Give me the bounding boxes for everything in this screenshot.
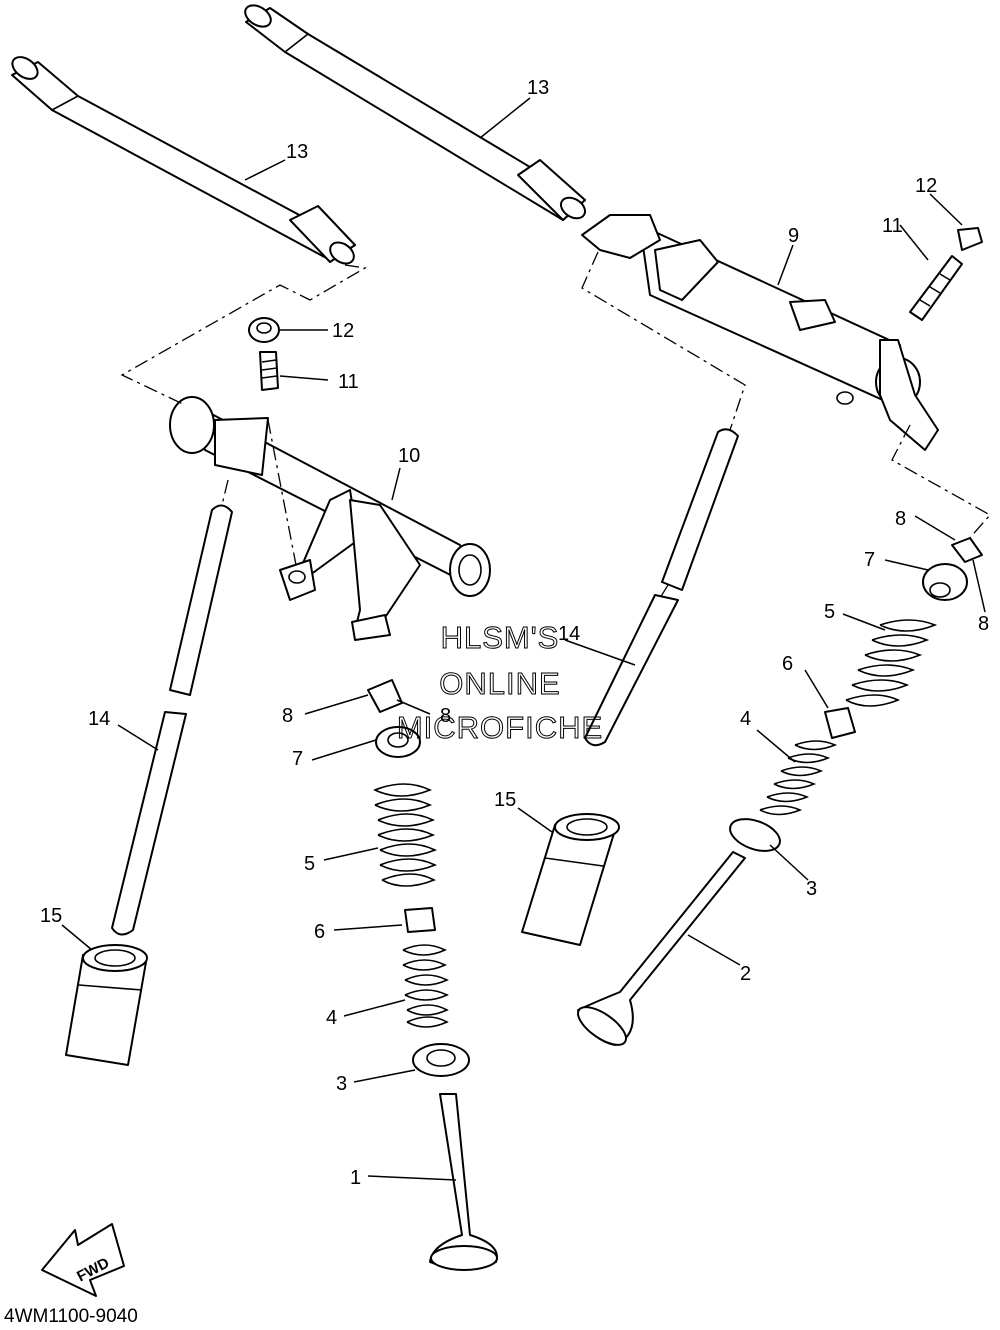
callout-6-left: 6	[314, 921, 325, 943]
callout-15-right: 15	[494, 789, 516, 811]
callout-6-right: 6	[782, 653, 793, 675]
callout-3-left: 3	[336, 1073, 347, 1095]
callout-13-right: 13	[527, 77, 549, 99]
callout-13-left: 13	[286, 141, 308, 163]
adjuster-screw-left[interactable]	[259, 351, 279, 391]
callout-8-left-b: 8	[440, 705, 451, 727]
valve-seal-right[interactable]	[824, 707, 856, 739]
inner-spring-right[interactable]	[759, 740, 838, 816]
callout-7-left: 7	[292, 748, 303, 770]
spring-seat-left[interactable]	[412, 1043, 470, 1077]
rocker-arm-left[interactable]	[169, 396, 491, 641]
callout-2: 2	[740, 963, 751, 985]
callout-11-right: 11	[882, 215, 903, 237]
rocker-arm-right[interactable]	[581, 214, 939, 451]
diagram-code: 4WM1100-9040	[4, 1306, 138, 1327]
spring-retainer-right[interactable]	[922, 563, 968, 601]
callout-1: 1	[350, 1167, 361, 1189]
watermark-line-1: HLSM'S	[441, 620, 560, 655]
valve-cotter-left[interactable]	[367, 679, 403, 713]
outer-spring-right[interactable]	[845, 619, 938, 707]
spring-seat-right[interactable]	[726, 813, 784, 857]
adjuster-screw-right[interactable]	[909, 255, 963, 321]
callout-14-right: 14	[558, 623, 580, 645]
lifter-left[interactable]	[65, 944, 148, 1066]
callout-14-left: 14	[88, 708, 110, 730]
locknut-left[interactable]	[248, 317, 280, 343]
callout-4-right: 4	[740, 708, 751, 730]
watermark: HLSM'S ONLINE MICROFICHE	[396, 620, 603, 746]
fwd-arrow-icon: FWD	[41, 1223, 125, 1297]
callout-12-left: 12	[332, 320, 354, 342]
inner-spring-left[interactable]	[402, 944, 449, 1028]
leader-lines	[61, 97, 986, 1181]
valve-cotter-right[interactable]	[951, 537, 983, 563]
callout-11-left: 11	[338, 371, 359, 393]
watermark-line-2: ONLINE	[439, 666, 560, 701]
callout-7-right: 7	[864, 549, 875, 571]
callout-15-left: 15	[40, 905, 62, 927]
callout-8-right-b: 8	[978, 613, 989, 635]
callout-labels: 13 13 12 11 10 9 11 12 8 8 7 5 6 4 3 1 1…	[40, 77, 989, 1189]
spring-retainer-left[interactable]	[375, 726, 421, 758]
push-rod-left[interactable]	[111, 504, 233, 936]
push-rod-right[interactable]	[584, 428, 739, 747]
outer-spring-left[interactable]	[373, 783, 437, 887]
valve-exhaust[interactable]	[572, 851, 746, 1052]
locknut-right[interactable]	[957, 227, 983, 251]
valve-seal-left[interactable]	[404, 907, 436, 933]
callout-12-right: 12	[915, 175, 937, 197]
pushrod-right[interactable]	[241, 1, 588, 223]
callout-5-left: 5	[304, 853, 315, 875]
callout-4-left: 4	[326, 1007, 337, 1029]
callout-10: 10	[398, 445, 420, 467]
callout-8-right-a: 8	[895, 508, 906, 530]
callout-5-right: 5	[824, 601, 835, 623]
watermark-line-3: MICROFICHE	[397, 710, 603, 745]
callout-8-left-a: 8	[282, 705, 293, 727]
callout-9: 9	[788, 225, 799, 247]
callout-3-right: 3	[806, 878, 817, 900]
valve-intake[interactable]	[429, 1093, 498, 1271]
pushrod-left[interactable]	[8, 53, 357, 268]
lifter-right[interactable]	[521, 813, 620, 946]
